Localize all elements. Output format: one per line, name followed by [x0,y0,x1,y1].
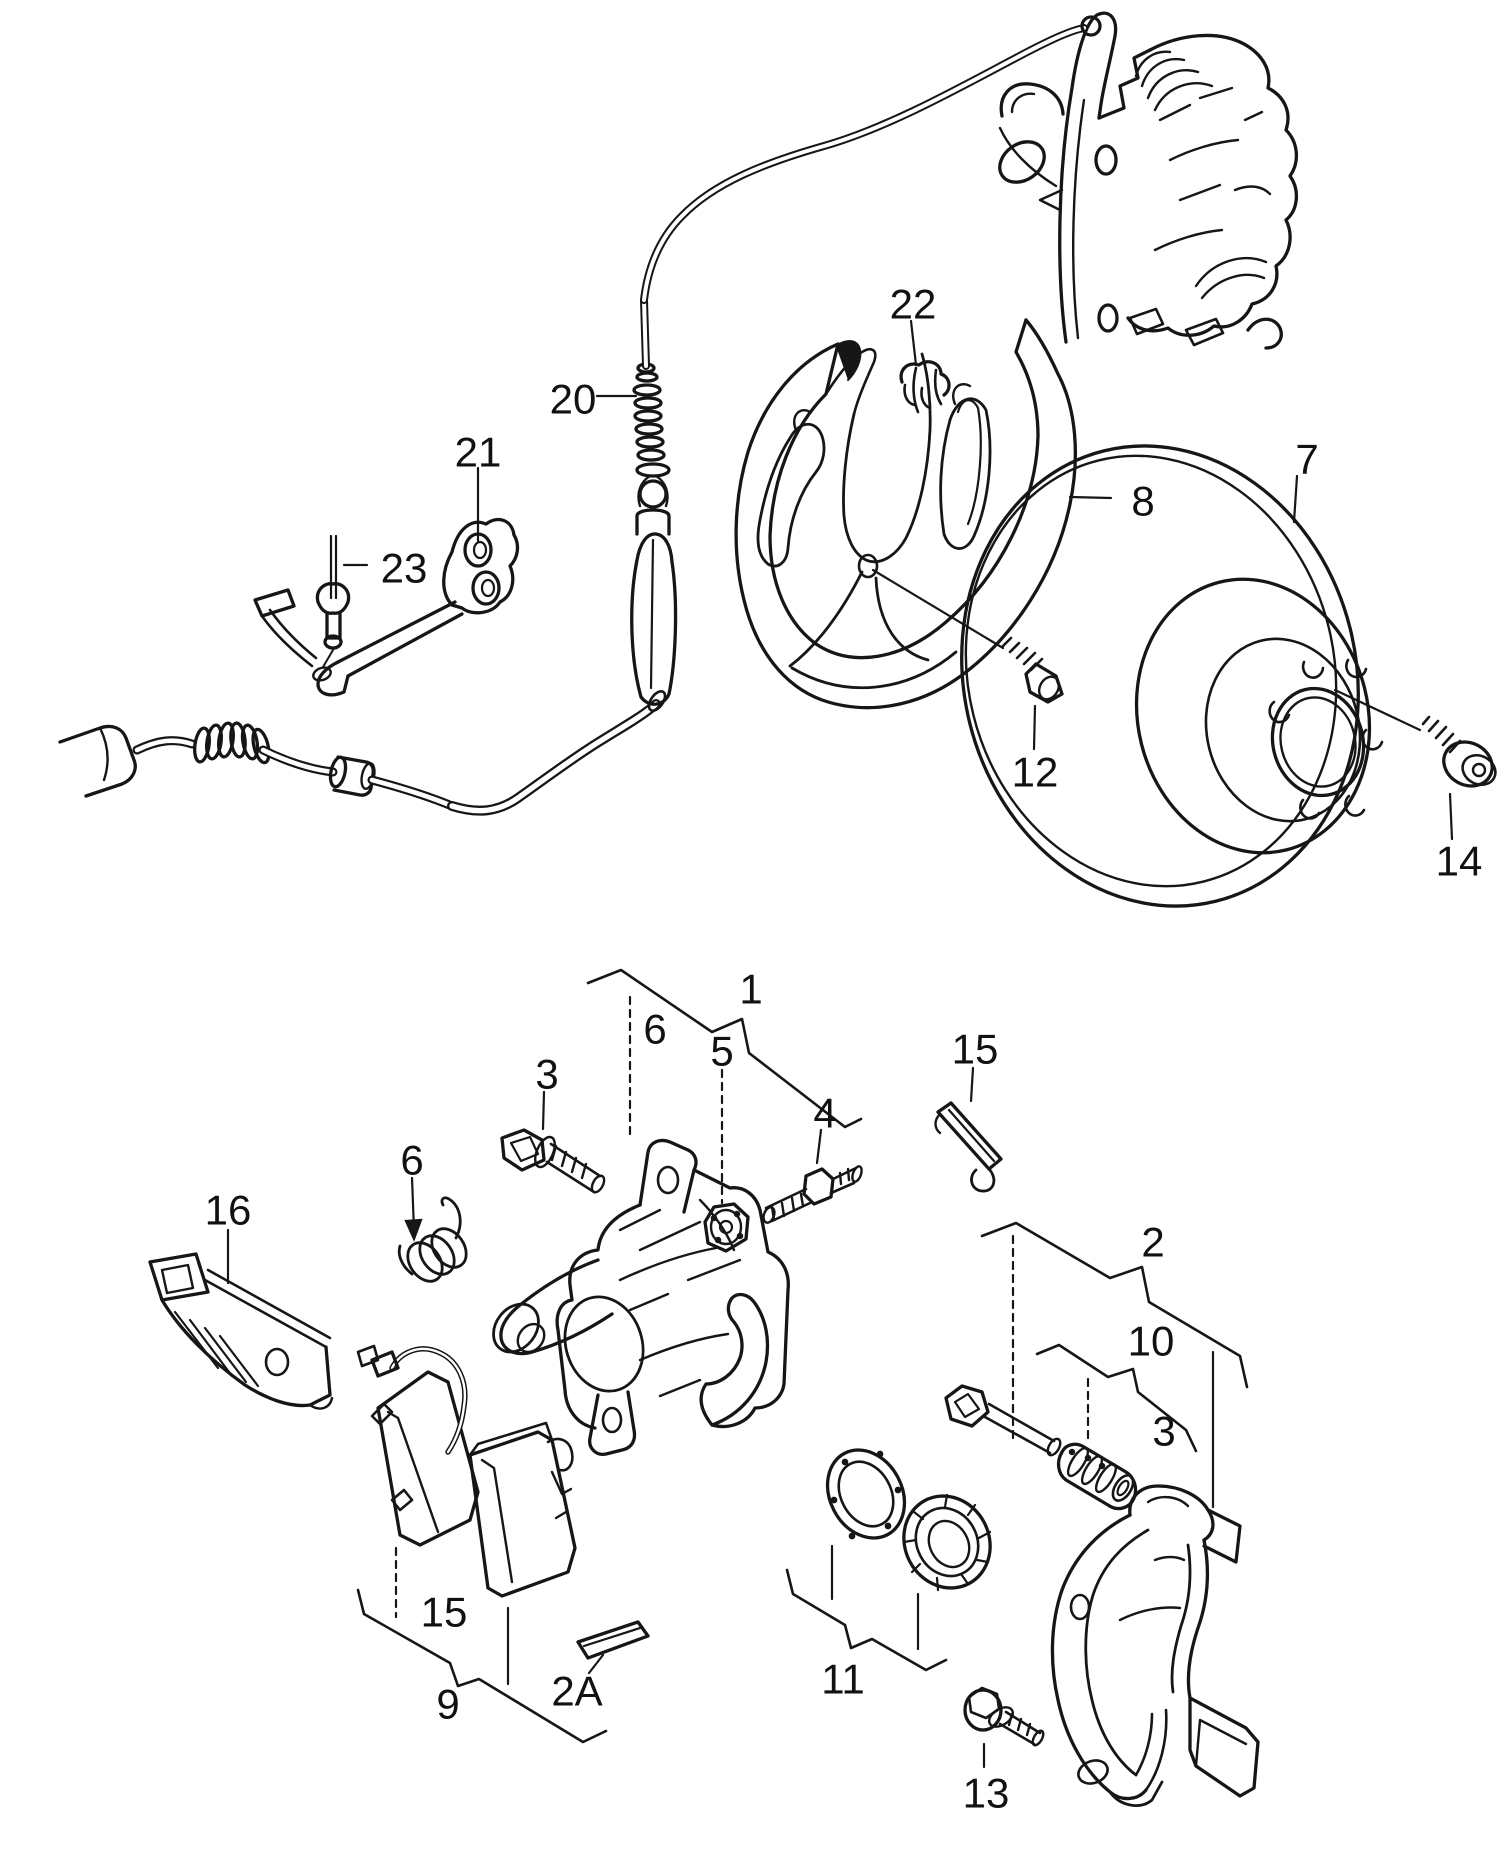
parts-layer [58,11,1497,1807]
seal-kit-drawing [825,1448,992,1592]
callout-c16: 16 [205,1187,252,1234]
callout-c2: 2 [1141,1219,1164,1266]
brake-disc-drawing [960,444,1422,908]
brake-pads-drawing [356,1344,577,1598]
callout-c7: 7 [1295,436,1318,483]
cable-clip-drawing [899,360,951,414]
splash-shield-drawing [734,318,1077,710]
callout-c10: 10 [1128,1318,1175,1365]
callout-c3a: 3 [535,1051,558,1098]
piston-nut-drawing [703,1202,750,1253]
disc-screw-drawing [871,568,1064,704]
mounting-bracket-drawing [148,1252,334,1410]
guide-sleeve-drawing [1056,1442,1138,1511]
leader-line-layer [226,319,1454,1769]
callout-c6b: 6 [400,1137,423,1184]
callout-c15a: 15 [952,1026,999,1073]
arrow-6b [404,1218,423,1242]
bracket-11 [785,1568,948,1672]
guide-pin-bolt-drawing [944,1384,1062,1457]
callout-c12: 12 [1012,749,1059,796]
carrier-bolt-drawing [963,1686,1045,1747]
callout-c9: 9 [436,1681,459,1728]
bracket-2 [980,1221,1249,1389]
spring-drawing [397,1196,468,1283]
damping-shim-drawing [576,1620,650,1660]
callout-c1: 1 [739,966,762,1013]
callout-c11: 11 [821,1656,865,1703]
callout-c23: 23 [381,545,428,592]
callout-c8: 8 [1131,478,1154,525]
caliper-housing-drawing [492,1138,790,1456]
leader-c14-0 [1448,792,1454,841]
leader-c3a-0 [541,1090,546,1131]
callout-c14: 14 [1436,838,1483,885]
bracket-9 [356,1588,608,1744]
caliper-bolt-drawing [500,1128,606,1194]
bracket-1 [586,968,863,1129]
callout-c5: 5 [710,1028,733,1075]
leader-c7-0 [1292,474,1299,524]
caliper-carrier-drawing [1050,1484,1260,1807]
callout-c4: 4 [813,1090,836,1137]
hub-bolt-drawing [1421,715,1497,788]
leader-c2A-0 [587,1653,605,1675]
retaining-pin-drawing [315,534,351,668]
callout-c2A: 2A [551,1668,602,1715]
leader-c8-0 [1068,495,1113,500]
callout-c6a: 6 [643,1006,666,1053]
callout-c21: 21 [455,429,502,476]
group-bracket-layer [356,968,1249,1744]
leader-c12-0 [1032,704,1037,751]
leader-c22-0 [909,319,918,367]
bracket-10 [1035,1343,1198,1453]
lever-bracket-drawing [253,517,520,697]
leader-c15a-0 [969,1066,975,1103]
callout-c15b: 15 [421,1589,468,1636]
callout-c20: 20 [550,376,597,423]
callout-c3b: 3 [1152,1408,1175,1455]
callout-c22: 22 [890,281,937,328]
pad-retainer-clip-drawing [934,1101,1003,1193]
parking-brake-cable-drawing [58,15,1102,816]
callout-c13: 13 [963,1770,1010,1817]
adjuster-stud-drawing [762,1165,863,1224]
leader-c4-0 [815,1128,823,1165]
assembled-caliper-drawing [998,11,1298,350]
